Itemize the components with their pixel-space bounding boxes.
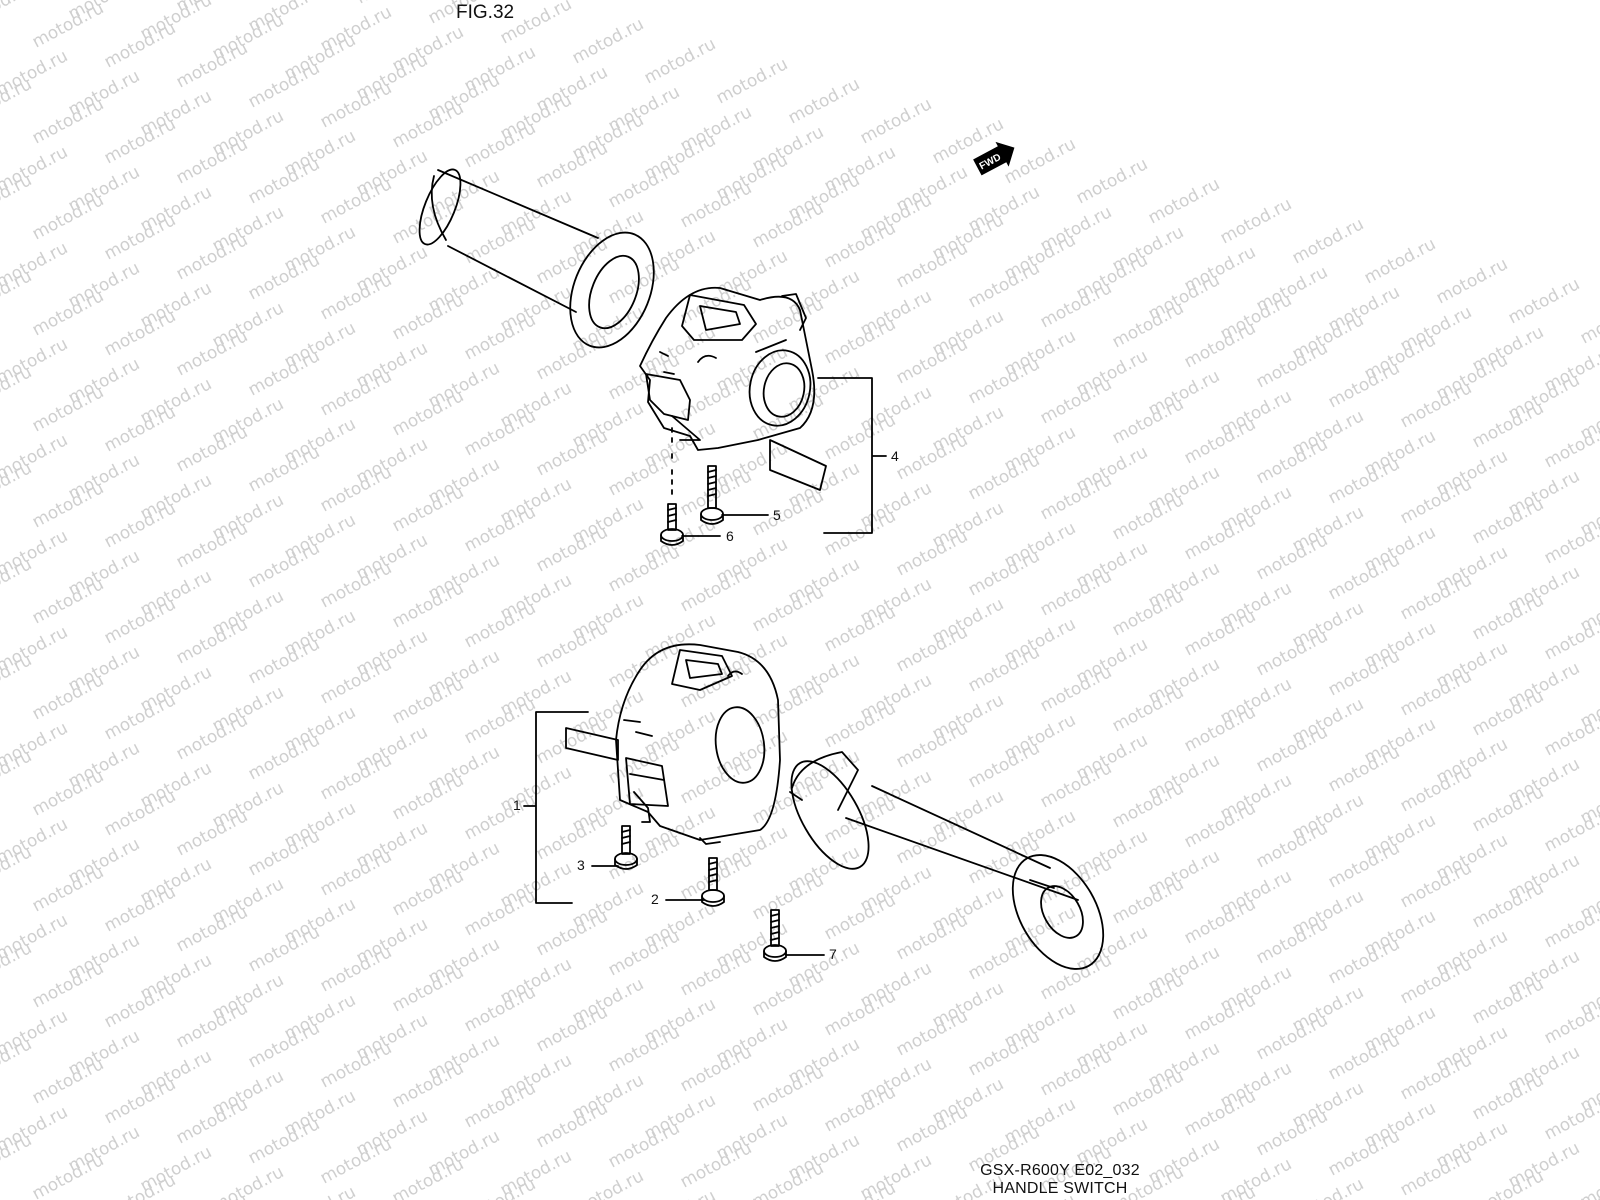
section-name: HANDLE SWITCH [992, 1180, 1128, 1197]
callout-3: 3 [577, 857, 585, 873]
watermark-text: motod.ru [713, 54, 791, 108]
watermark-text: motod.ru [0, 0, 35, 32]
watermark-text: motod.ru [1505, 274, 1583, 328]
screw-6-drawing [660, 503, 684, 546]
watermark-text: motod.ru [209, 1162, 287, 1200]
watermark-text: motod.ru [569, 1166, 647, 1200]
watermark-text: motod.ru [281, 1182, 359, 1200]
left-handle-switch-drawing [639, 286, 827, 491]
watermark-text: motod.ru [569, 14, 647, 68]
watermark-text: motod.ru [1289, 214, 1367, 268]
watermark-text: motod.ru [1577, 294, 1600, 348]
watermark-text: motod.ru [1073, 154, 1151, 208]
throttle-grip-drawing [789, 751, 1105, 970]
watermark-text: motod.ru [1145, 174, 1223, 228]
fwd-direction-icon: FWD [973, 141, 1015, 176]
screw-3-drawing [614, 825, 638, 870]
watermark-text: motod.ru [1289, 1174, 1367, 1200]
callout-1: 1 [513, 797, 521, 813]
left-grip-drawing [418, 168, 655, 349]
watermark-text: motod.ru [1361, 234, 1439, 288]
callout-5: 5 [773, 507, 781, 523]
watermark-text: motod.ru [1469, 1166, 1547, 1200]
watermark-text: motod.ru [353, 0, 431, 8]
screw-5-drawing [700, 465, 724, 525]
watermark-text: motod.ru [785, 74, 863, 128]
watermark-text: motod.ru [1217, 194, 1295, 248]
callout-2: 2 [651, 891, 659, 907]
watermark-text: motod.ru [101, 1170, 179, 1200]
watermark-text: motod.ru [1433, 254, 1511, 308]
callout-6: 6 [726, 528, 734, 544]
callout-7: 7 [829, 946, 837, 962]
watermark-text: motod.ru [641, 1186, 719, 1200]
screw-2-drawing [701, 857, 725, 907]
watermark-text: motod.ru [641, 34, 719, 88]
figure-title: FIG.32 [456, 2, 515, 23]
callout-4: 4 [891, 448, 899, 464]
watermark-text: motod.ru [857, 94, 935, 148]
bracket-1 [523, 711, 589, 904]
model-code: GSX-R600Y E02_032 [980, 1162, 1140, 1179]
screw-7-drawing [763, 909, 787, 962]
right-handle-switch-drawing [565, 643, 781, 845]
watermark-text: motod.ru [1001, 134, 1079, 188]
bracket-4 [817, 377, 887, 534]
